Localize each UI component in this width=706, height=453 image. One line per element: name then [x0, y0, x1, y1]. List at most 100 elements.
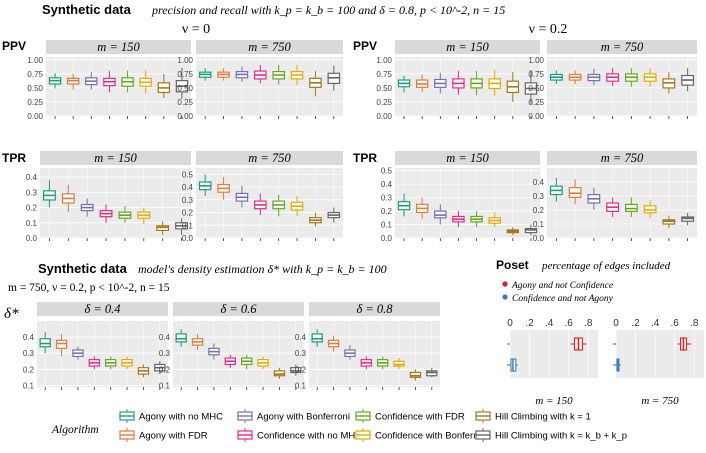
box-3 [254, 64, 267, 84]
y-tick-label: 0.0 [533, 234, 545, 243]
plots-layer: m = 150 0.00 0.25 0.50 0.75 1.00 m = 750 0.00 0.… [2, 39, 704, 442]
nu02-label: ν = 0.2 [529, 22, 568, 37]
box-1 [568, 70, 582, 84]
y-tick-label: 0.2 [295, 365, 307, 374]
legend-dot-confidence [502, 294, 508, 300]
box-body [39, 338, 51, 348]
panel-strip [173, 302, 304, 316]
box-1 [415, 197, 429, 220]
row-ylabel: PPV [2, 39, 26, 53]
legend-label: Hill Climbing with k = k_b + k_p [495, 431, 627, 442]
y-tick-label: 0.00 [528, 112, 544, 121]
legend-item-5: Confidence with Bonferroni [355, 428, 489, 442]
panel-background [395, 168, 540, 238]
y-tick-label: 0.1 [182, 221, 194, 230]
box-3 [606, 197, 620, 217]
box-2 [85, 72, 98, 90]
legend-item-3: Confidence with no MHC [237, 428, 362, 442]
legend-title: Algorithm [51, 424, 99, 436]
panel-strip [547, 151, 697, 165]
y-tick-label: 0.1 [295, 381, 307, 390]
box-6 [309, 212, 322, 227]
box-7 [327, 65, 341, 91]
y-tick-label: 0.0 [26, 234, 38, 243]
box-7 [154, 361, 166, 375]
box-2 [208, 343, 220, 360]
panel-background [547, 168, 697, 238]
y-tick-label: 0.4 [159, 333, 171, 342]
box-7 [681, 68, 695, 92]
x-tick-label: .4 [651, 318, 660, 329]
box-3 [224, 354, 236, 368]
box-4 [377, 356, 389, 370]
box-3 [360, 356, 372, 370]
panel-background [510, 330, 598, 378]
box-7 [524, 69, 538, 104]
legend-item-1: Agony with FDR [119, 428, 208, 442]
panel-title: m = 750 [601, 151, 644, 165]
box-3 [452, 71, 465, 95]
y-tick-label: 0.1 [26, 219, 38, 228]
y-tick-label: 0.25 [177, 98, 193, 107]
box-5 [643, 200, 657, 219]
legend-label: Confidence with Bonferroni [375, 431, 489, 442]
y-tick-label: 0.0 [381, 234, 393, 243]
panel-title: δ = 0.6 [220, 302, 257, 316]
y-tick-label: 1.00 [376, 56, 392, 65]
box-2 [344, 345, 356, 360]
legend-label-agony: Agony and not Confidence [511, 280, 613, 291]
box-4 [272, 64, 285, 85]
box-2 [587, 68, 601, 86]
panel-strip [547, 40, 697, 54]
top-subtitle: precision and recall with k_p = k_b = 10… [151, 3, 505, 17]
legend-item-6: Hill Climbing with k = 1 [475, 409, 591, 423]
poset-panel-label: m = 750 [641, 395, 679, 407]
poset-panel-0: 0.2.4.6.8m = 150 [507, 318, 598, 407]
y-tick-label: 0.50 [177, 84, 193, 93]
box-body [409, 371, 422, 378]
box-5 [393, 358, 405, 370]
row-ylabel: TPR [2, 151, 26, 165]
y-tick-label: 0.50 [27, 84, 43, 93]
nu0-label: ν = 0 [182, 22, 210, 37]
legend-dot-agony [502, 281, 508, 287]
poset-panel-label: m = 150 [535, 395, 573, 407]
box-4 [272, 194, 285, 217]
legend-label: Agony with Bonferroni [257, 412, 350, 423]
box-2 [434, 72, 447, 94]
y-tick-label: 0.3 [26, 188, 38, 197]
row-ylabel: PPV [353, 39, 377, 53]
y-tick-label: 0.4 [295, 333, 307, 342]
y-tick-label: 0.00 [376, 112, 392, 121]
box-3 [88, 356, 100, 370]
legend-label: Hill Climbing with k = 1 [495, 412, 591, 423]
y-tick-label: 0.50 [528, 84, 544, 93]
panel-strip [46, 40, 191, 54]
box-6 [662, 215, 676, 229]
box-4 [121, 70, 134, 93]
y-tick-label: 0.25 [376, 98, 392, 107]
poset-subtitle: percentage of edges included [541, 260, 671, 272]
box-1 [415, 74, 429, 92]
y-tick-label: 0.3 [182, 196, 194, 205]
row-ylabel: δ* [4, 306, 19, 322]
panel-strip [309, 302, 440, 316]
panel-2-0: δ = 0.40.10.20.30.4 [23, 302, 168, 390]
box-body [426, 370, 438, 377]
legend-label: Confidence with no MHC [257, 431, 362, 442]
box-body [55, 339, 68, 349]
y-tick-label: 0.2 [182, 209, 194, 218]
box-6 [273, 367, 286, 379]
box-0 [397, 193, 411, 217]
panel-strip [37, 302, 168, 316]
y-tick-label: 0.3 [295, 349, 307, 358]
y-tick-label: 1.00 [528, 56, 544, 65]
y-tick-label: 0.75 [27, 70, 43, 79]
panel-background [173, 321, 304, 387]
box-7 [175, 218, 189, 235]
